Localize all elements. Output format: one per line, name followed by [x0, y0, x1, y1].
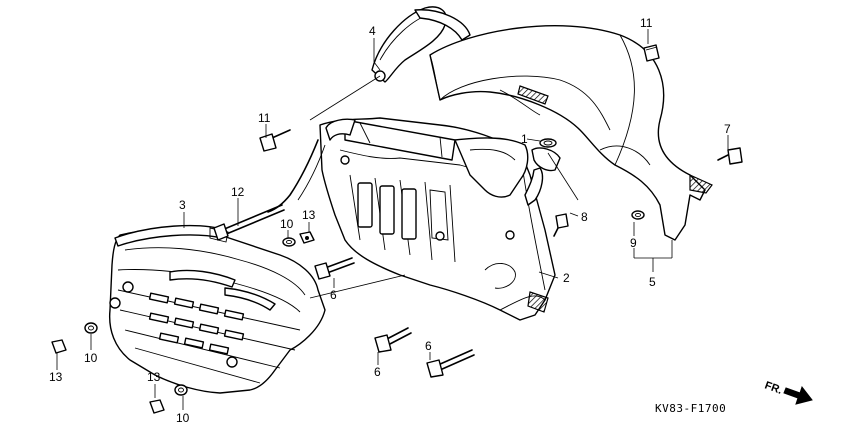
diagram-code: KV83-F1700 — [655, 402, 726, 415]
front-direction-label: FR. — [763, 380, 784, 397]
bolt-11-right — [643, 44, 660, 62]
callout-4: 4 — [369, 24, 376, 38]
callout-9: 9 — [630, 236, 637, 250]
bolt-6-middle — [374, 327, 412, 353]
callout-10a: 10 — [280, 217, 294, 231]
nut-13-bottom — [149, 399, 165, 414]
callout-12: 12 — [231, 185, 245, 199]
callout-11b: 11 — [640, 16, 653, 30]
nut-13-left — [51, 339, 67, 354]
callout-13b: 13 — [49, 370, 63, 384]
callout-6b: 6 — [374, 365, 381, 379]
bolt-6-lower — [426, 349, 475, 378]
rear-fender — [429, 25, 713, 241]
callout-numbers: 1 2 3 4 5 6 6 6 7 8 9 10 10 10 11 11 12 … — [49, 16, 731, 425]
callout-10c: 10 — [176, 411, 190, 425]
callout-1: 1 — [521, 132, 528, 146]
callout-10b: 10 — [84, 351, 98, 365]
bolt-7 — [717, 147, 743, 165]
callout-7: 7 — [724, 122, 731, 136]
callout-6c: 6 — [425, 339, 432, 353]
grille-slots — [148, 292, 245, 355]
callout-13c: 13 — [147, 370, 161, 384]
front-grille — [108, 224, 326, 394]
grommet — [524, 138, 561, 206]
callout-5: 5 — [649, 275, 656, 289]
front-direction-indicator: FR. — [763, 380, 813, 405]
bolt-6-upper — [314, 257, 355, 280]
callout-13a: 13 — [302, 208, 316, 222]
nut-13-center — [299, 231, 315, 244]
bolt-11-left — [259, 129, 291, 152]
inner-fender — [267, 117, 556, 321]
clip-8 — [553, 213, 569, 237]
callout-3: 3 — [179, 198, 186, 212]
callout-2: 2 — [563, 271, 570, 285]
front-arrow-icon — [783, 385, 813, 405]
leader-lines — [56, 29, 729, 410]
bolt-12 — [213, 204, 285, 241]
washer-9 — [631, 210, 645, 220]
callout-11a: 11 — [258, 111, 271, 125]
callout-8: 8 — [581, 210, 588, 224]
washer-10-bottom — [174, 384, 188, 396]
washer-10-left — [84, 322, 98, 334]
fender-stay — [371, 6, 471, 83]
callout-6a: 6 — [330, 288, 337, 302]
washer-10-center — [282, 237, 296, 247]
